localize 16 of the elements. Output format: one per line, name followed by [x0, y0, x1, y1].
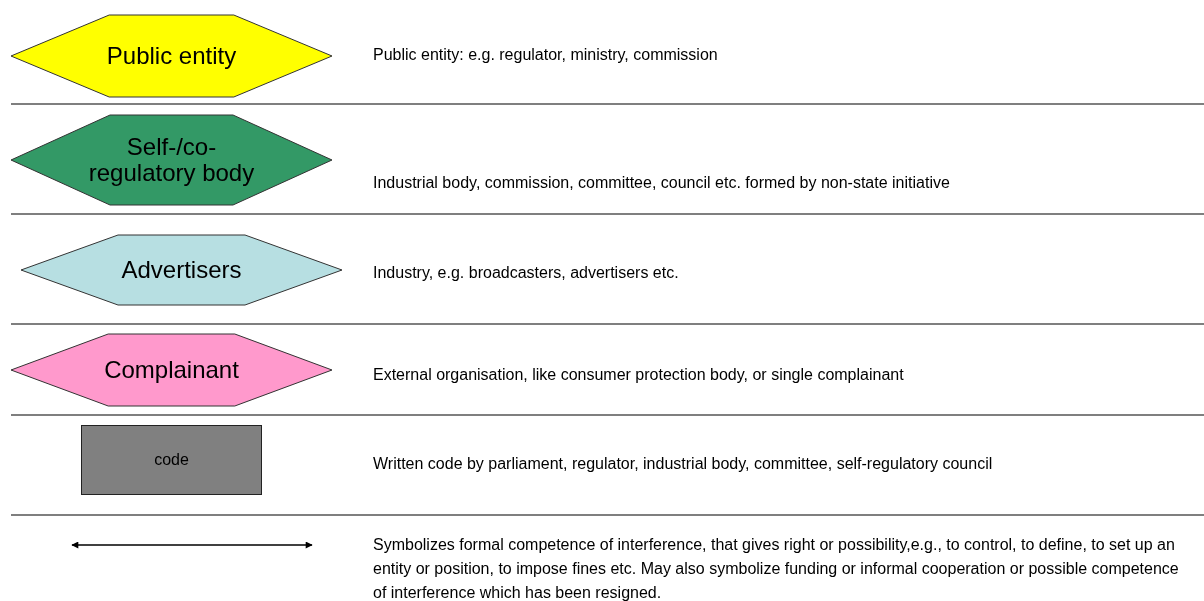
node-label: Public entity: [105, 42, 238, 70]
description-text: Written code by parliament, regulator, industrial body, committee, self-regulatory council: [373, 454, 994, 474]
node-label: Self-/co-regulatory body: [87, 133, 256, 187]
hexagon-shape: [11, 115, 332, 205]
hexagon-shape: [21, 235, 342, 305]
hexagon-shape: [11, 15, 332, 97]
node-label: Advertisers: [120, 256, 243, 284]
description-text: Public entity: e.g. regulator, ministry, commission: [373, 45, 719, 65]
description-text: Industrial body, commission, committee, council etc. formed by non-state initiative: [373, 173, 951, 193]
legend-text: Symbolizes formal competence of interference, that gives right or possibility,e.g., to control, to define, to set up an entity or position, to impose fines etc. May also symbolize funding or informal cooperation or possible competence of interference which has been resigned.: [373, 535, 1180, 601]
description-text: Industry, e.g. broadcasters, advertisers etc.: [373, 263, 680, 283]
hexagon-shape: [11, 334, 332, 406]
code-box: [81, 425, 262, 495]
node-label: Complainant: [103, 356, 240, 384]
description-text: External organisation, like consumer protection body, or single complainant: [373, 365, 905, 385]
node-label: code: [153, 451, 190, 469]
